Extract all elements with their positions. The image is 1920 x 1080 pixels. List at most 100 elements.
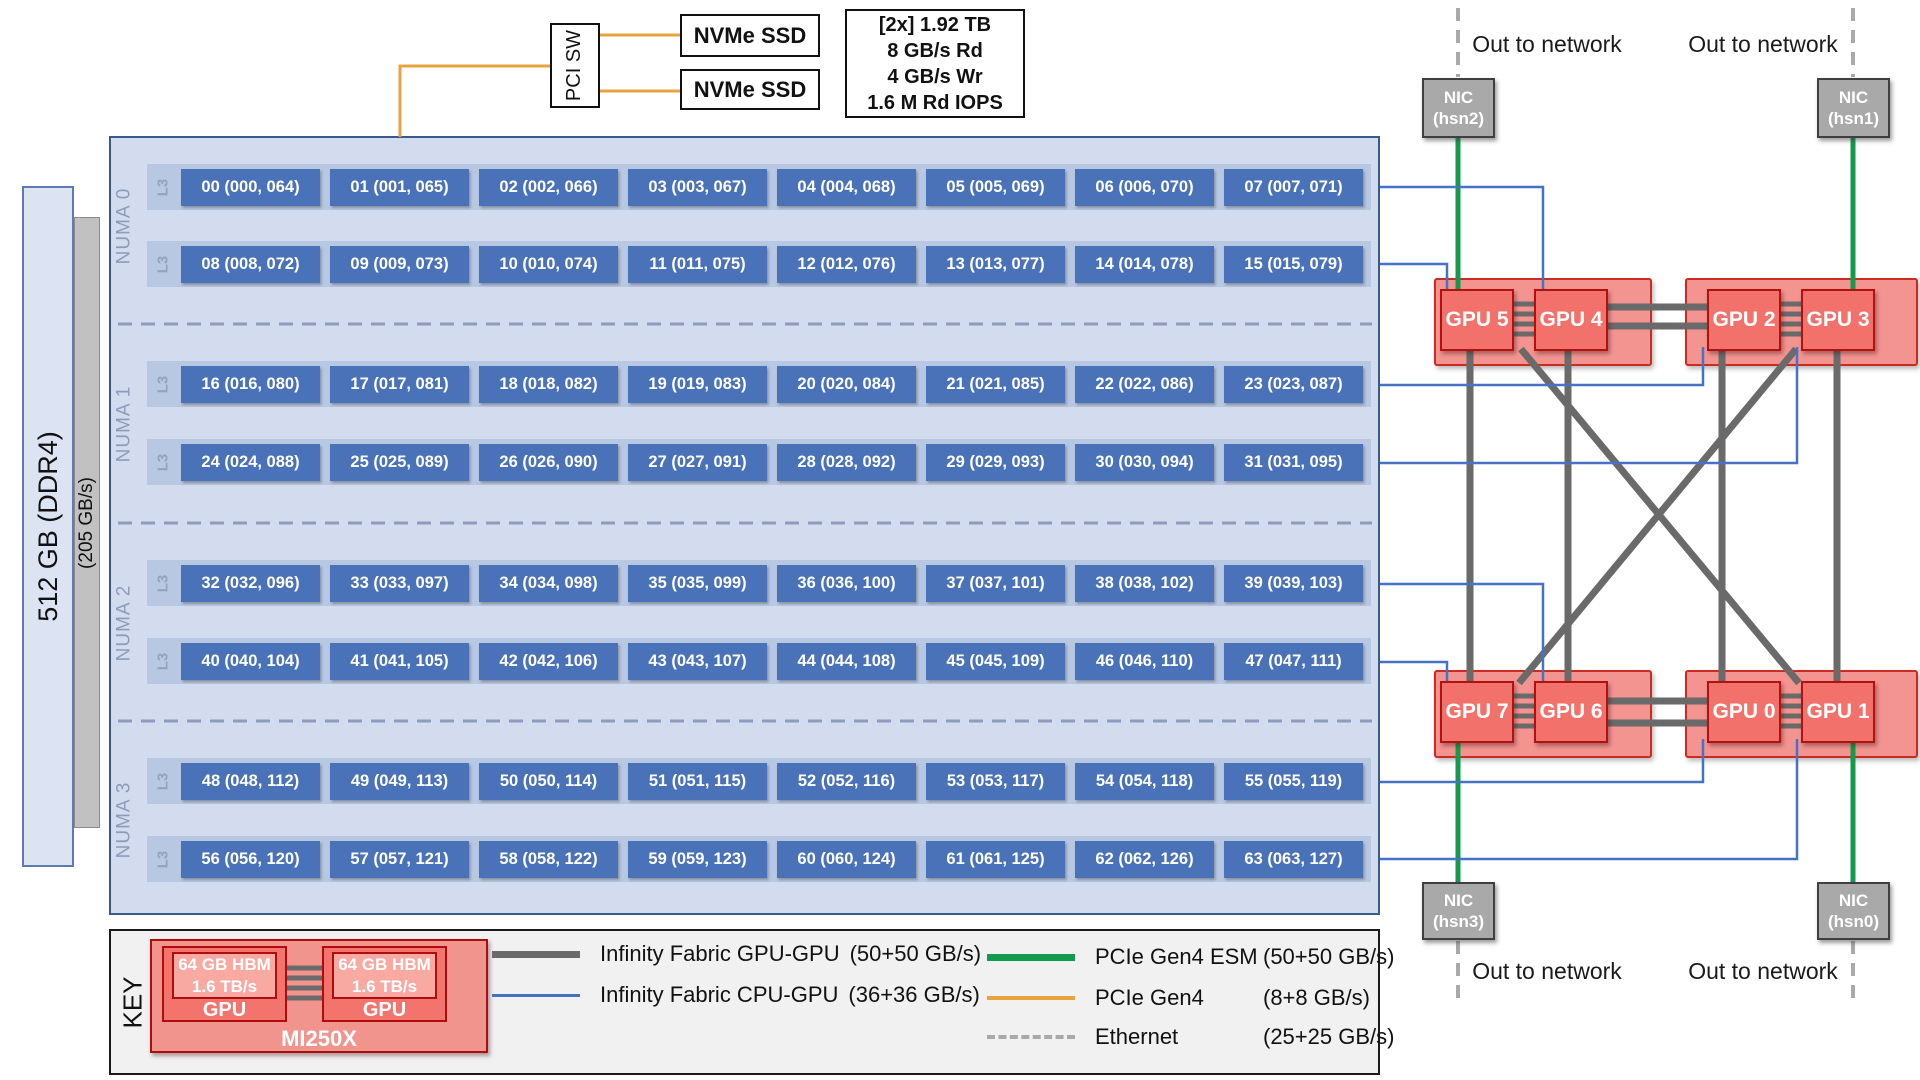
legend-if-cpu-gpu: Infinity Fabric CPU-GPU (36+36 GB/s) bbox=[492, 982, 980, 1008]
cpu-core: 59 (059, 123) bbox=[628, 841, 767, 878]
cpu-core: 27 (027, 091) bbox=[628, 444, 767, 481]
cpu-core: 44 (044, 108) bbox=[777, 643, 916, 680]
cpu-core: 29 (029, 093) bbox=[926, 444, 1065, 481]
cpu-core: 52 (052, 116) bbox=[777, 763, 916, 800]
infinity-fabric-gpu-gpu-links bbox=[287, 301, 1841, 1001]
nvme-ssd-box-1: NVMe SSD bbox=[680, 14, 820, 57]
infinity-fabric-cpu-gpu-links bbox=[1380, 185, 1799, 861]
numa-separator-dashed-lines bbox=[118, 322, 1372, 723]
cpu-core: 39 (039, 103) bbox=[1224, 565, 1363, 602]
cpu-core: 18 (018, 082) bbox=[479, 366, 618, 403]
cpu-core: 60 (060, 124) bbox=[777, 841, 916, 878]
cpu-core: 49 (049, 113) bbox=[330, 763, 469, 800]
cpu-core: 24 (024, 088) bbox=[181, 444, 320, 481]
cpu-core: 45 (045, 109) bbox=[926, 643, 1065, 680]
stats-line: 4 GB/s Wr bbox=[887, 65, 983, 88]
gpu-2: GPU 2 bbox=[1707, 289, 1781, 351]
stats-line: [2x] 1.92 TB bbox=[878, 13, 992, 36]
cpu-core: 56 (056, 120) bbox=[181, 841, 320, 878]
infinity-fabric-cpu-gpu-swatch bbox=[492, 993, 580, 997]
cpu-core: 40 (040, 104) bbox=[181, 643, 320, 680]
cpu-core: 06 (006, 070) bbox=[1075, 169, 1214, 206]
gpu-0: GPU 0 bbox=[1707, 681, 1781, 743]
pcie-gen4-esm-swatch bbox=[987, 953, 1075, 961]
pci-switch-box: PCI SW bbox=[550, 23, 600, 108]
cpu-core: 23 (023, 087) bbox=[1224, 366, 1363, 403]
cpu-core: 54 (054, 118) bbox=[1075, 763, 1214, 800]
legend-ethernet: Ethernet (25+25 GB/s) bbox=[987, 1024, 1394, 1050]
cpu-core: 03 (003, 067) bbox=[628, 169, 767, 206]
cpu-core: 33 (033, 097) bbox=[330, 565, 469, 602]
gpu-5: GPU 5 bbox=[1440, 289, 1514, 351]
cpu-core: 17 (017, 081) bbox=[330, 366, 469, 403]
cpu-core: 62 (062, 126) bbox=[1075, 841, 1214, 878]
cpu-core: 02 (002, 066) bbox=[479, 169, 618, 206]
cpu-core: 19 (019, 083) bbox=[628, 366, 767, 403]
cpu-core: 50 (050, 114) bbox=[479, 763, 618, 800]
cpu-core: 30 (030, 094) bbox=[1075, 444, 1214, 481]
cpu-core: 13 (013, 077) bbox=[926, 246, 1065, 283]
cpu-core: 07 (007, 071) bbox=[1224, 169, 1363, 206]
pcie-gen4-links bbox=[398, 33, 680, 137]
nvme-ssd-box-2: NVMe SSD bbox=[680, 69, 820, 110]
infinity-fabric-gpu-gpu-swatch bbox=[492, 950, 580, 958]
cpu-core: 04 (004, 068) bbox=[777, 169, 916, 206]
cpu-core: 37 (037, 101) bbox=[926, 565, 1065, 602]
cpu-core: 01 (001, 065) bbox=[330, 169, 469, 206]
cpu-core: 00 (000, 064) bbox=[181, 169, 320, 206]
cpu-core: 55 (055, 119) bbox=[1224, 763, 1363, 800]
cpu-core: 14 (014, 078) bbox=[1075, 246, 1214, 283]
pcie-gen4-swatch bbox=[987, 996, 1075, 1000]
cpu-core: 42 (042, 106) bbox=[479, 643, 618, 680]
cpu-core: 34 (034, 098) bbox=[479, 565, 618, 602]
nic-hsn3: NIC(hsn3) bbox=[1422, 882, 1495, 940]
memory-bandwidth-bar: (205 GB/s) bbox=[74, 217, 100, 828]
key-gpu-label-right: GPU bbox=[362, 999, 407, 1021]
cpu-core: 48 (048, 112) bbox=[181, 763, 320, 800]
cpu-core: 08 (008, 072) bbox=[181, 246, 320, 283]
cpu-core: 12 (012, 076) bbox=[777, 246, 916, 283]
legend-if-gpu-gpu: Infinity Fabric GPU-GPU (50+50 GB/s) bbox=[492, 941, 981, 967]
pci-switch-label: PCI SW bbox=[563, 29, 586, 102]
cpu-core: 09 (009, 073) bbox=[330, 246, 469, 283]
cpu-core: 16 (016, 080) bbox=[181, 366, 320, 403]
key-gpu-label-left: GPU bbox=[202, 999, 247, 1021]
cpu-core: 26 (026, 090) bbox=[479, 444, 618, 481]
storage-stats-box: [2x] 1.92 TB 8 GB/s Rd 4 GB/s Wr 1.6 M R… bbox=[845, 9, 1025, 118]
cpu-core: 32 (032, 096) bbox=[181, 565, 320, 602]
cpu-core: 22 (022, 086) bbox=[1075, 366, 1214, 403]
out-to-network-bottom-right: Out to network bbox=[1688, 958, 1838, 984]
cpu-core: 11 (011, 075) bbox=[628, 246, 767, 283]
cpu-core: 51 (051, 115) bbox=[628, 763, 767, 800]
cpu-core: 43 (043, 107) bbox=[628, 643, 767, 680]
cpu-core: 36 (036, 100) bbox=[777, 565, 916, 602]
cpu-core: 35 (035, 099) bbox=[628, 565, 767, 602]
cpu-core: 31 (031, 095) bbox=[1224, 444, 1363, 481]
cpu-core: 20 (020, 084) bbox=[777, 366, 916, 403]
cpu-core: 57 (057, 121) bbox=[330, 841, 469, 878]
cpu-core: 38 (038, 102) bbox=[1075, 565, 1214, 602]
legend-pcie-gen4: PCIe Gen4 (8+8 GB/s) bbox=[987, 985, 1370, 1011]
nic-hsn0: NIC(hsn0) bbox=[1817, 882, 1890, 940]
cpu-core: 05 (005, 069) bbox=[926, 169, 1065, 206]
pcie-esm-links bbox=[1455, 136, 1856, 886]
cpu-core: 47 (047, 111) bbox=[1224, 643, 1363, 680]
gpu-4: GPU 4 bbox=[1534, 289, 1608, 351]
key-mi250x-name: MI250X bbox=[281, 1026, 357, 1051]
cpu-core: 21 (021, 085) bbox=[926, 366, 1065, 403]
ddr4-memory-box: 512 GB (DDR4) bbox=[22, 186, 74, 867]
cpu-core: 15 (015, 079) bbox=[1224, 246, 1363, 283]
ethernet-dashed-links bbox=[1456, 8, 1855, 1007]
cpu-core: 10 (010, 074) bbox=[479, 246, 618, 283]
ethernet-swatch bbox=[987, 1035, 1075, 1039]
